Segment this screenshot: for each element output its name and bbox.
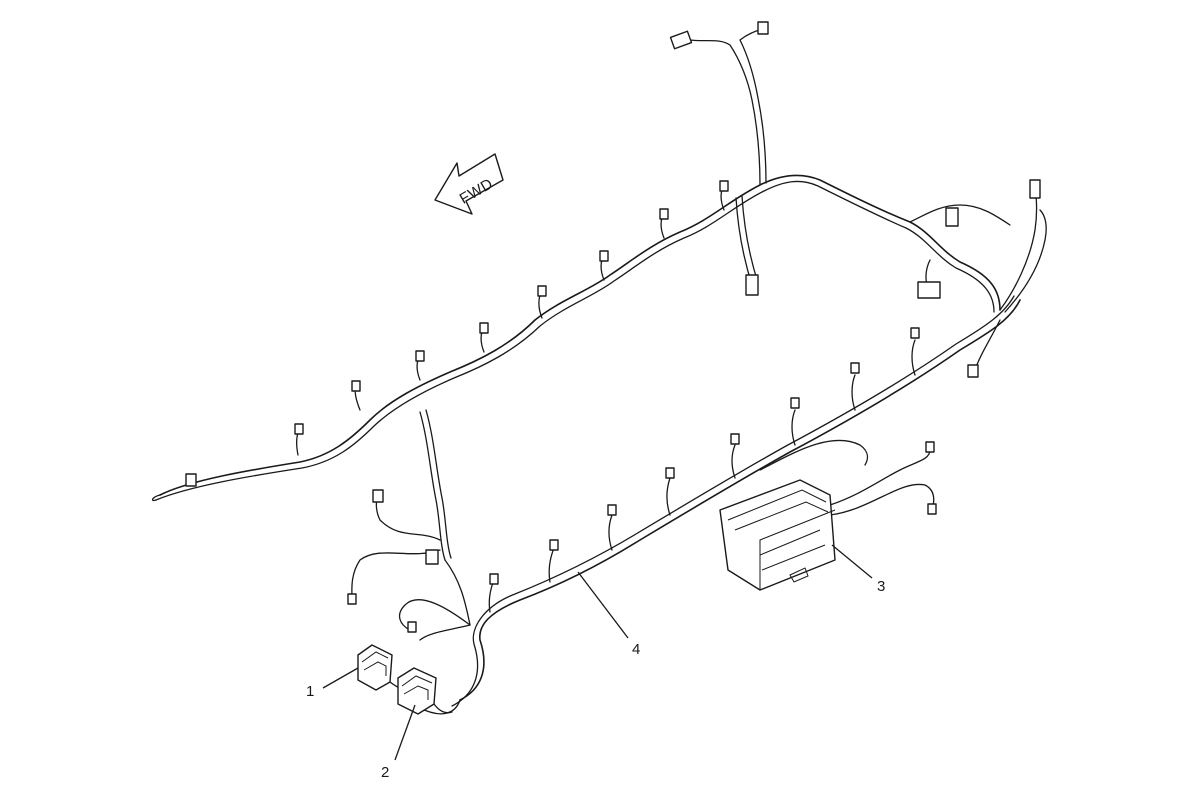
left-lower-branches bbox=[347, 409, 471, 641]
callout-4: 4 bbox=[577, 571, 640, 658]
right-branches bbox=[909, 179, 1047, 378]
callout-4-label: 4 bbox=[632, 641, 640, 658]
module-branch-wires bbox=[759, 439, 937, 516]
callout-2: 2 bbox=[381, 704, 416, 781]
pigtail-connectors-main bbox=[185, 180, 729, 487]
callout-3-label: 3 bbox=[877, 578, 885, 595]
callout-3: 3 bbox=[831, 544, 885, 595]
fwd-arrow: FWD bbox=[434, 153, 504, 215]
upper-branch bbox=[669, 21, 769, 296]
connector-part-2 bbox=[397, 667, 453, 715]
callout-1: 1 bbox=[306, 667, 359, 700]
main-harness-trunk bbox=[151, 174, 1001, 502]
pigtail-connectors-right bbox=[488, 327, 920, 613]
callout-2-label: 2 bbox=[381, 764, 389, 781]
control-module-part-3 bbox=[719, 479, 836, 591]
callout-1-label: 1 bbox=[306, 683, 314, 700]
